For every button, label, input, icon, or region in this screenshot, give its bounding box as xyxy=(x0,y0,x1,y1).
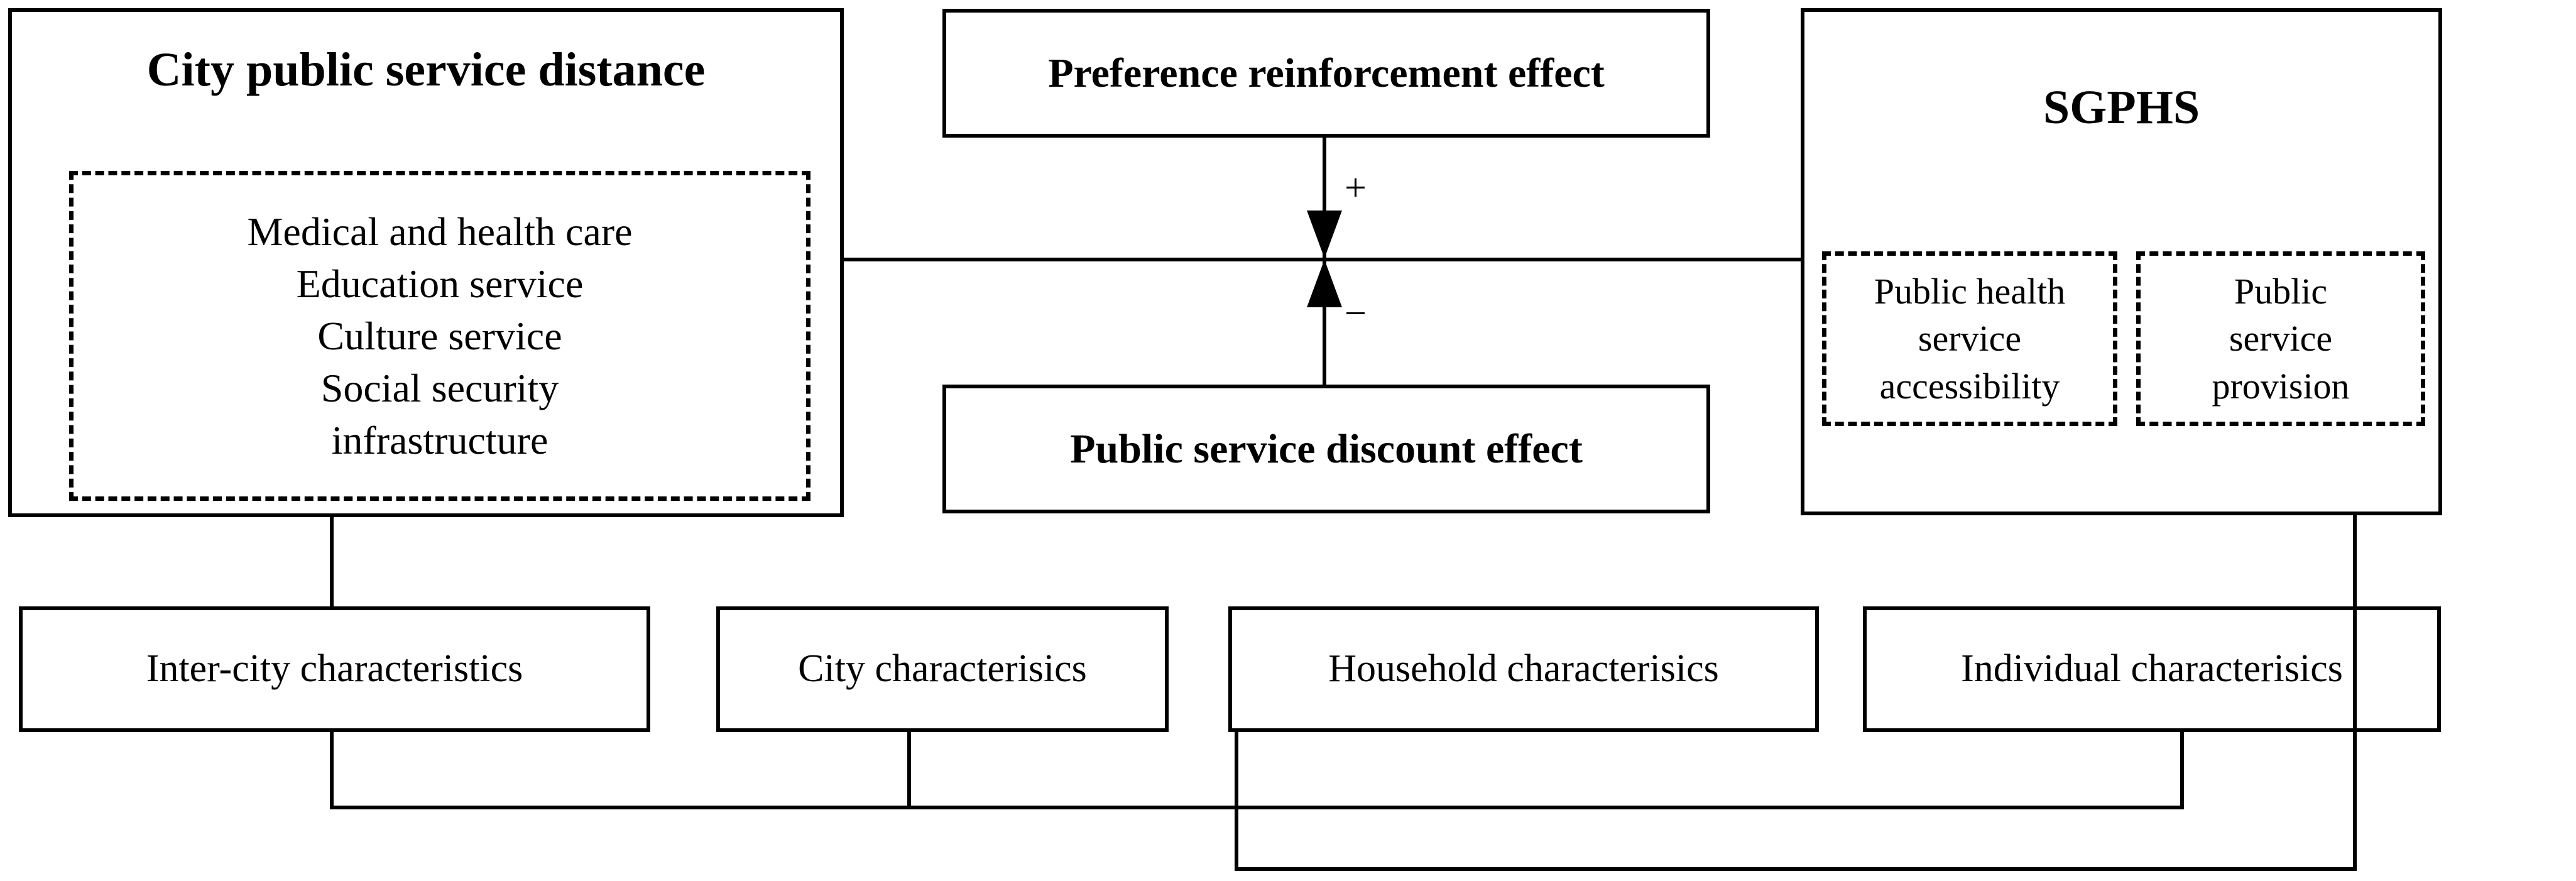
phsa-line-3: accessibility xyxy=(1879,365,2060,407)
sgphs-title: SGPHS xyxy=(2043,81,2200,134)
preference-reinforcement-effect-label: Preference reinforcement effect xyxy=(1048,50,1605,96)
sgphs-box xyxy=(1801,8,2442,515)
city-service-item-social-security: Social security xyxy=(320,366,559,411)
psp-line-2: service xyxy=(2229,318,2333,359)
preference-effect-connector-line xyxy=(1323,138,1326,260)
discount-effect-connector-line xyxy=(1323,258,1326,386)
discount-effect-arrowhead xyxy=(1307,260,1342,307)
upper-bus-line xyxy=(330,806,2184,809)
city-service-item-education: Education service xyxy=(296,261,584,306)
public-health-service-accessibility-group: Public health service accessibility xyxy=(1822,251,2117,426)
left-box-to-intercity-connector xyxy=(330,513,334,609)
lower-bus-line xyxy=(1235,867,2357,871)
individual-to-bus-connector xyxy=(2180,730,2184,808)
inter-city-characteristics-label: Inter-city characteristics xyxy=(146,647,523,691)
phsa-line-2: service xyxy=(1918,318,2022,359)
city-service-item-culture: Culture service xyxy=(317,313,562,358)
individual-characteristics-box: Individual characterisics xyxy=(1863,606,2441,732)
individual-characteristics-label: Individual characterisics xyxy=(1961,647,2343,691)
positive-sign-label: + xyxy=(1345,167,1367,209)
preference-effect-arrowhead xyxy=(1307,211,1342,258)
city-public-service-distance-box xyxy=(8,8,844,517)
city-public-service-distance-title: City public service distance xyxy=(146,43,706,96)
psp-line-1: Public xyxy=(2234,270,2328,312)
city-service-item-medical: Medical and health care xyxy=(247,209,633,254)
public-service-discount-effect-box: Public service discount effect xyxy=(942,385,1710,513)
household-to-bus-connector xyxy=(1235,730,1238,870)
city-to-bus-connector xyxy=(907,730,911,808)
phsa-line-1: Public health xyxy=(1874,270,2066,312)
preference-reinforcement-effect-box: Preference reinforcement effect xyxy=(942,9,1710,138)
public-service-discount-effect-label: Public service discount effect xyxy=(1070,425,1583,472)
psp-line-3: provision xyxy=(2212,365,2350,407)
city-service-item-infrastructure: infrastructure xyxy=(331,418,548,463)
city-public-service-items-group: Medical and health care Education servic… xyxy=(69,171,810,501)
city-characteristics-label: City characterisics xyxy=(798,647,1087,691)
city-characteristics-box: City characterisics xyxy=(716,606,1169,732)
public-service-provision-group: Public service provision xyxy=(2136,251,2425,426)
intercity-to-bus-connector xyxy=(330,730,334,808)
sgphs-to-bus-connector xyxy=(2353,513,2357,871)
inter-city-characteristics-box: Inter-city characteristics xyxy=(19,606,650,732)
household-characteristics-label: Household characterisics xyxy=(1328,647,1719,691)
negative-sign-label: − xyxy=(1345,292,1367,335)
household-characteristics-box: Household characterisics xyxy=(1228,606,1819,732)
